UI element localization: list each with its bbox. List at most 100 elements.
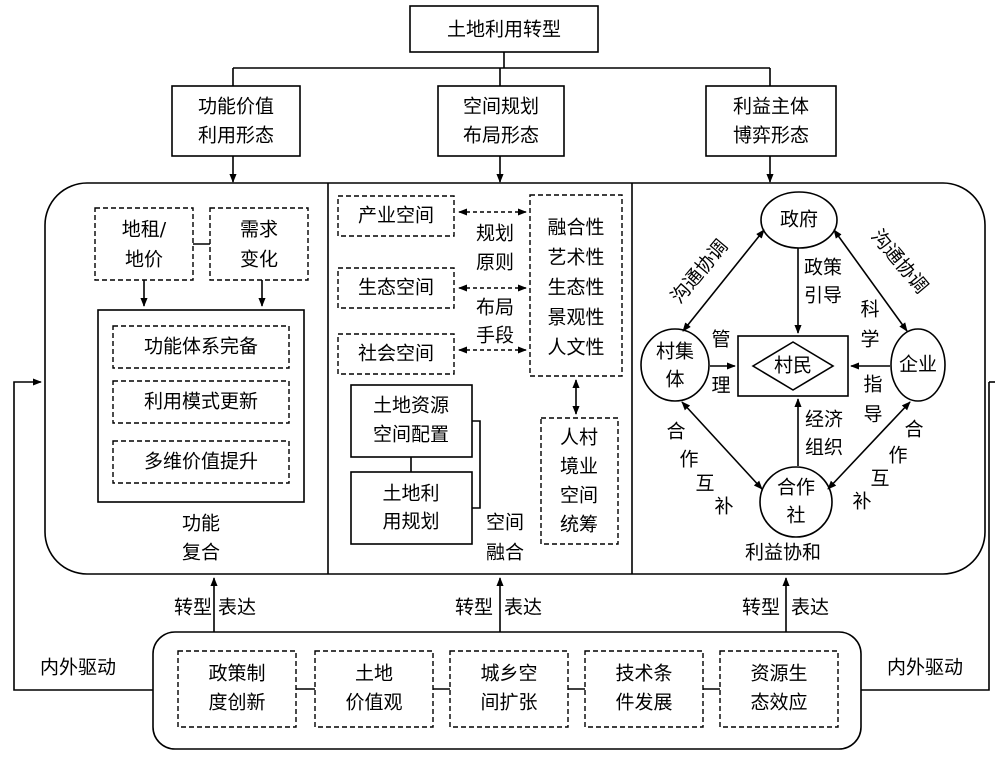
coop-right-char4: 补 xyxy=(852,491,871,513)
quality-4: 景观性 xyxy=(547,307,604,329)
manage-line1: 管 xyxy=(711,329,730,351)
guide-line1: 指 xyxy=(863,374,882,396)
village-collective-line2: 体 xyxy=(665,369,684,391)
planning-connector xyxy=(410,420,481,509)
gov-enterprise-arrow xyxy=(833,229,908,332)
planning-land-line1: 土地利 xyxy=(382,483,439,505)
bottom-driver-4-line1: 技术条 xyxy=(615,663,672,685)
function-item-1-box xyxy=(112,325,290,369)
social-space-box xyxy=(337,333,455,375)
science-line2: 学 xyxy=(860,329,879,351)
bottom-driver-5-box xyxy=(719,650,839,728)
enterprise-coop-arrow xyxy=(827,401,911,490)
quality-5: 人文性 xyxy=(547,337,604,359)
bottom-driver-1-line1: 政策制 xyxy=(208,663,265,685)
village-collective-node xyxy=(640,328,710,402)
driver-rent-box xyxy=(94,207,194,281)
function-item-3: 多维价值提升 xyxy=(144,451,258,473)
top-branch-line xyxy=(232,52,771,86)
manage-line2: 理 xyxy=(711,375,730,397)
feedback-right-line xyxy=(861,382,990,691)
bottom-driver-2-box xyxy=(314,650,434,728)
function-item-1: 功能体系完备 xyxy=(144,336,258,358)
gov-collective-arrow xyxy=(682,229,765,332)
planning-resource-line2: 空间配置 xyxy=(373,424,449,446)
villagers-diamond xyxy=(751,341,835,391)
coop-right-char2: 作 xyxy=(888,445,907,467)
function-item-2: 利用模式更新 xyxy=(144,391,258,413)
coop-left-char2: 作 xyxy=(679,449,698,471)
guide-line2: 导 xyxy=(863,404,882,426)
coop-left-char4: 补 xyxy=(714,496,733,518)
principle-line2: 原则 xyxy=(476,252,514,274)
bottom-driver-5-line1: 资源生 xyxy=(750,663,807,685)
ecology-space-box xyxy=(337,267,455,309)
bottom-driver-1-line2: 度创新 xyxy=(208,692,265,714)
planning-resource-line1: 土地资源 xyxy=(373,395,449,417)
industry-space: 产业空间 xyxy=(358,205,434,227)
planning-resource-box xyxy=(350,384,473,458)
social-space: 社会空间 xyxy=(358,343,434,365)
coop-left-char3: 互 xyxy=(695,473,714,495)
coordination-box xyxy=(540,417,619,545)
quality-2: 艺术性 xyxy=(547,247,604,269)
drivers-side-right: 内外驱动 xyxy=(887,657,963,679)
policy-line2: 引导 xyxy=(804,285,842,307)
policy-line1: 政策 xyxy=(804,257,842,279)
science-line1: 科 xyxy=(860,299,879,321)
bottom-driver-5-line2: 态效应 xyxy=(750,692,807,714)
feedback-left-line xyxy=(13,378,153,691)
government-node xyxy=(760,191,838,249)
cooperative-line2: 社 xyxy=(786,505,805,527)
middle-caption-line2: 融合 xyxy=(486,542,524,564)
bottom-driver-3-line2: 间扩张 xyxy=(480,692,537,714)
qualities-box xyxy=(529,194,623,377)
form-box-function xyxy=(171,85,301,157)
economic-line1: 经济 xyxy=(805,409,843,431)
cooperative-line1: 合作 xyxy=(777,477,815,499)
driver-demand-line2: 变化 xyxy=(240,249,278,271)
function-item-3-box xyxy=(112,440,290,484)
coordination-line3: 空间 xyxy=(560,485,598,507)
quality-3: 生态性 xyxy=(547,277,604,299)
bottom-driver-2-line2: 价值观 xyxy=(345,692,402,714)
planning-land-box xyxy=(350,471,473,545)
bottom-driver-4-line2: 件发展 xyxy=(615,692,672,714)
coordination-line2: 境业 xyxy=(560,456,598,478)
driver-rent-line2: 地价 xyxy=(125,249,163,271)
coop-left-char1: 合 xyxy=(666,421,685,443)
right-caption: 利益协和 xyxy=(745,542,821,564)
cooperative-node xyxy=(759,466,833,538)
coop-right-char1: 合 xyxy=(904,419,923,441)
form-box-interest xyxy=(705,85,837,157)
driver-rent-line1: 地租/ xyxy=(122,219,167,241)
means-line1: 布局 xyxy=(476,297,514,319)
bottom-driver-4-box xyxy=(584,650,704,728)
economic-line2: 组织 xyxy=(805,437,843,459)
form-function-line2: 利用形态 xyxy=(198,125,274,147)
bottom-driver-3-line1: 城乡空 xyxy=(480,663,537,685)
left-caption-line2: 复合 xyxy=(182,542,220,564)
planning-land-line2: 用规划 xyxy=(382,511,439,533)
coordination-line1: 人村 xyxy=(560,427,598,449)
transition-right-b: 表达 xyxy=(791,597,829,619)
drivers-side-left: 内外驱动 xyxy=(40,657,116,679)
quality-1: 融合性 xyxy=(547,217,604,239)
industry-space-box xyxy=(337,195,455,237)
top-box xyxy=(409,5,599,53)
middle-caption-line1: 空间 xyxy=(486,512,524,534)
form-interest-line1: 利益主体 xyxy=(733,96,809,118)
left-caption-line1: 功能 xyxy=(182,513,220,535)
transition-left-b: 表达 xyxy=(218,597,256,619)
form-space-line1: 空间规划 xyxy=(463,96,539,118)
collective-coop-arrow xyxy=(681,401,763,490)
transition-middle-a: 转型 xyxy=(455,597,493,619)
function-item-2-box xyxy=(112,380,290,424)
principle-line1: 规划 xyxy=(476,223,514,245)
transition-left-a: 转型 xyxy=(174,597,212,619)
coop-right-char3: 互 xyxy=(870,468,889,490)
form-interest-line2: 博弈形态 xyxy=(733,125,809,147)
top-title: 土地利用转型 xyxy=(447,19,561,41)
means-line2: 手段 xyxy=(476,325,514,347)
